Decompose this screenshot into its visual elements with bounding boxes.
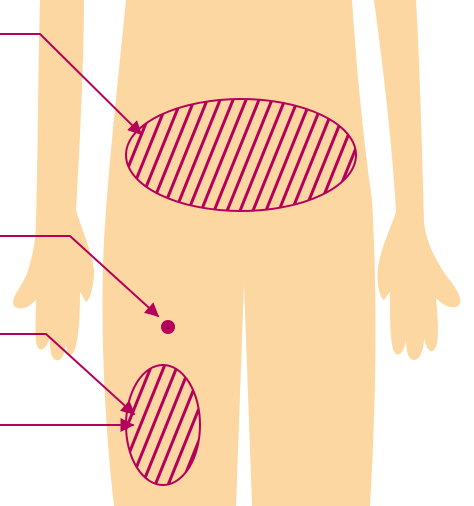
right-arm	[374, 0, 460, 360]
left-arm	[13, 0, 94, 360]
body-silhouette	[13, 0, 460, 506]
abdomen-zone	[126, 99, 356, 211]
thigh-zone	[126, 365, 200, 485]
hip-point	[161, 320, 175, 334]
